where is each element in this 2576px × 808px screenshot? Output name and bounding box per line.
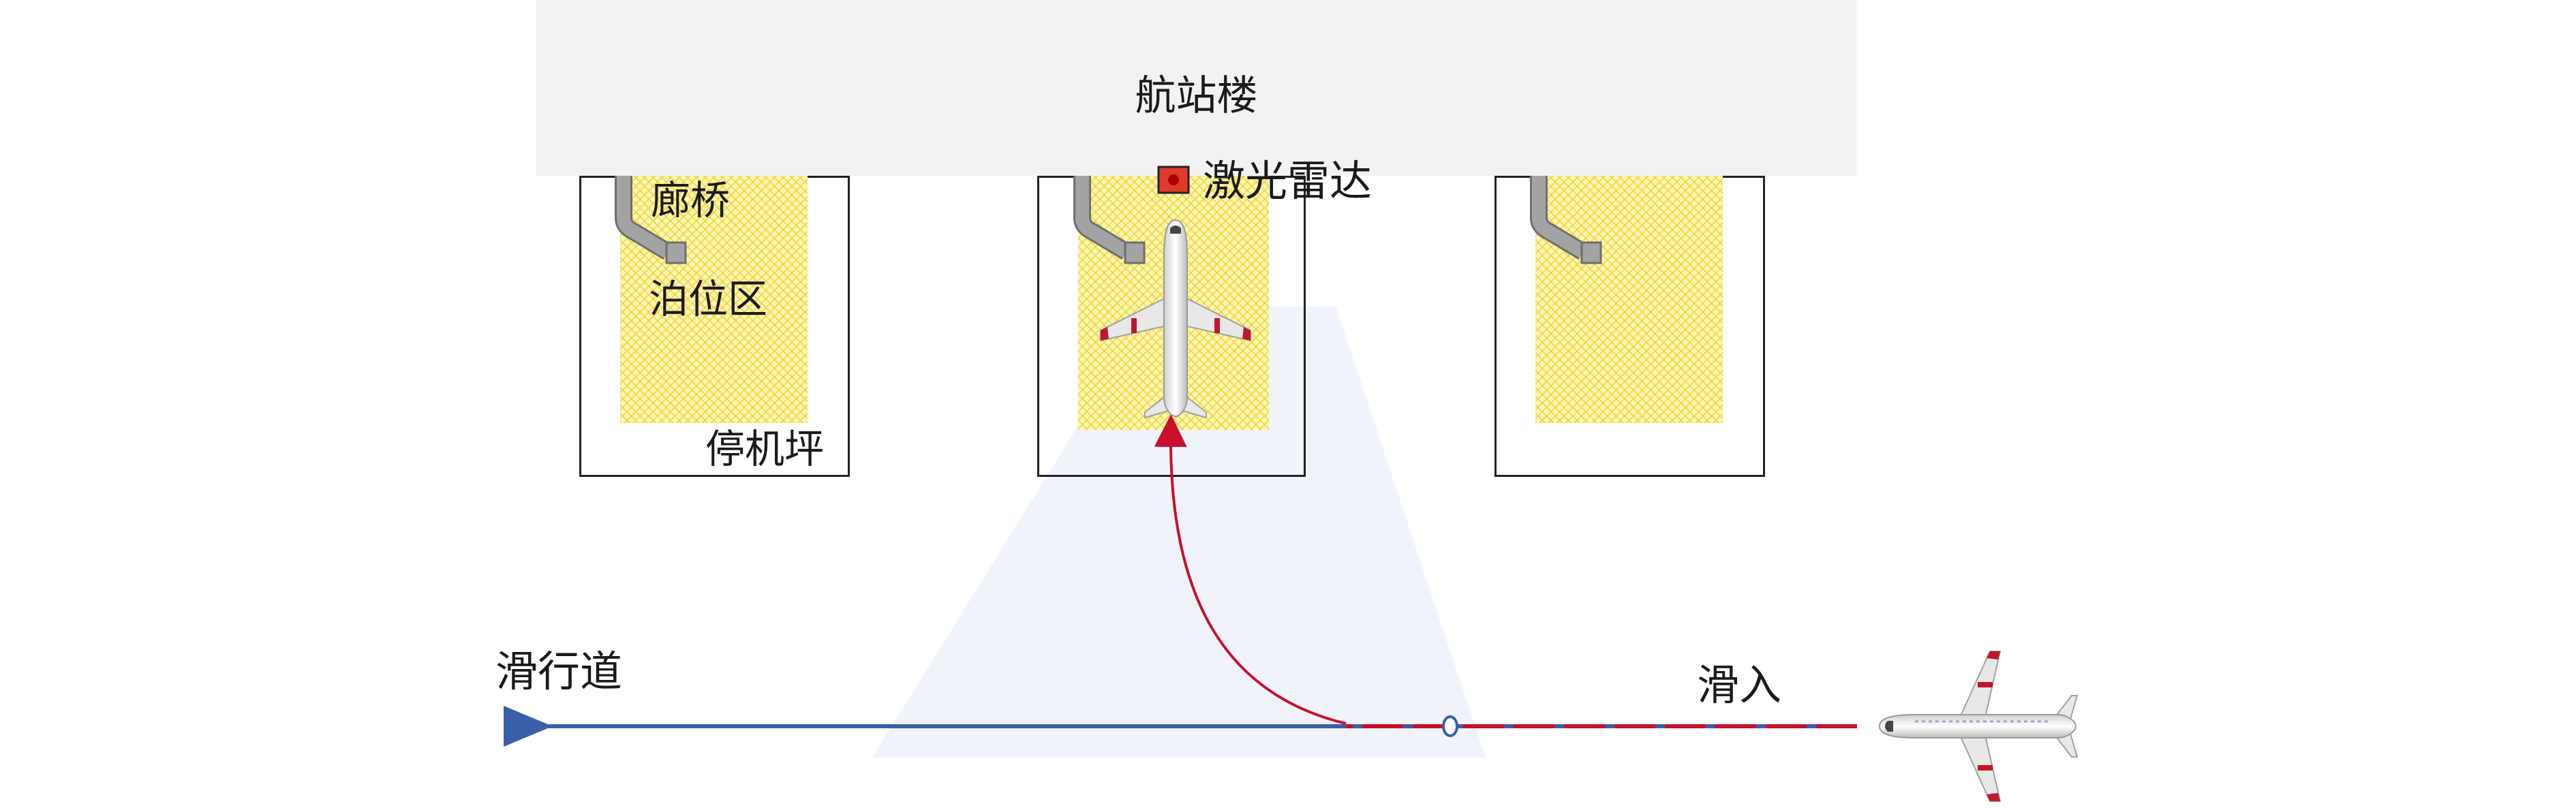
- lidar-label: 激光雷达: [1203, 156, 1373, 206]
- guidance-curve: [1154, 414, 1347, 725]
- bridge-label: 廊桥: [651, 177, 731, 223]
- jet-bridge-icon: [1073, 176, 1146, 264]
- lidar-sensor-icon: [1157, 166, 1190, 194]
- parking-zone-label: 泊位区: [649, 276, 768, 322]
- terminal-label: 航站楼: [1135, 72, 1258, 120]
- airplane-icon: [1100, 219, 1251, 419]
- parking-zone-left: [620, 176, 808, 423]
- airplane-icon: [1878, 651, 2079, 802]
- jet-bridge-icon: [615, 176, 687, 264]
- jet-bridge-icon: [1530, 176, 1602, 264]
- turn-point-marker: [1442, 715, 1458, 737]
- taxiway-label: 滑行道: [495, 647, 623, 696]
- parking-zone-right: [1535, 176, 1723, 423]
- terminal-building: 航站楼: [536, 0, 1856, 176]
- apron-label: 停机坪: [705, 426, 825, 472]
- taxi-in-label: 滑入: [1697, 660, 1782, 710]
